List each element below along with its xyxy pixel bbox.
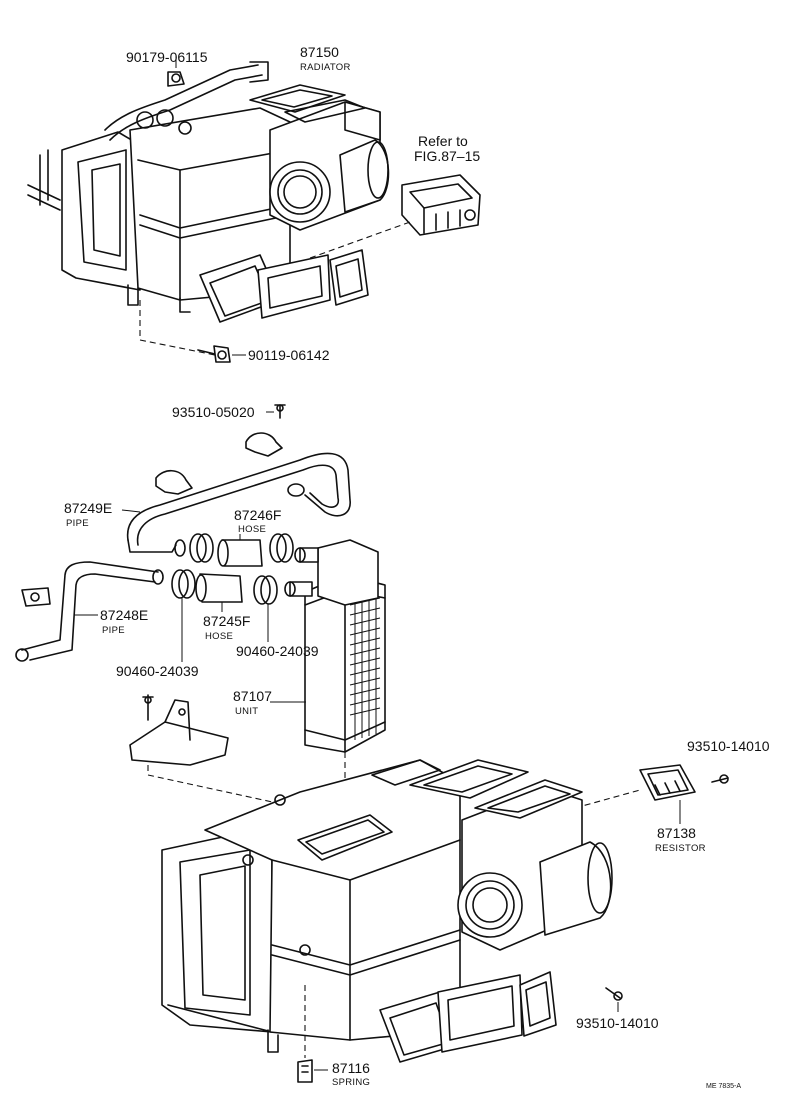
callout-refer-to: Refer to xyxy=(418,133,468,149)
screw-part-resistor xyxy=(711,774,729,784)
callout-hose-upper-label: HOSE xyxy=(238,524,266,535)
screw-part-bottom xyxy=(605,987,623,1001)
callout-radiator-label: RADIATOR xyxy=(300,62,351,73)
callout-bolt-top: 90119-06142 xyxy=(248,347,330,363)
hose-clamp-set xyxy=(171,533,294,605)
hose-lower-part xyxy=(195,573,243,603)
mid-dash-line-resistor xyxy=(574,789,641,809)
callout-radiator-number: 87150 xyxy=(300,44,339,60)
callout-resistor-number: 87138 xyxy=(657,825,696,841)
callout-pipe-lower-label: PIPE xyxy=(102,625,125,636)
callout-screw-pipe: 93510-05020 xyxy=(172,404,255,420)
bracket-part xyxy=(129,694,229,766)
top-dash-line-right xyxy=(309,221,411,259)
top-dash-line-bolt xyxy=(139,300,216,356)
callout-screw-bottom: 93510-14010 xyxy=(576,1015,659,1031)
callout-clamp-top: 90179-06115 xyxy=(126,49,208,65)
pipe-clamp-upper xyxy=(245,432,283,457)
bottom-heater-case xyxy=(161,759,613,1063)
refer-module-part xyxy=(401,174,481,236)
callout-refer-fig: FIG.87–15 xyxy=(414,148,480,164)
callout-unit-number: 87107 xyxy=(233,688,272,704)
callout-hose-upper-number: 87246F xyxy=(234,507,281,523)
callout-unit-label: UNIT xyxy=(235,706,258,717)
resistor-part xyxy=(639,764,696,801)
callout-clamp-right: 90460-24039 xyxy=(236,643,319,659)
bolt-part-top xyxy=(197,345,231,363)
pipe-upper-part xyxy=(126,452,351,557)
hose-upper-part xyxy=(217,539,263,567)
figure-code: ME 7835-A xyxy=(706,1083,741,1090)
leader-pipe-upper xyxy=(121,509,141,513)
pipe-clamp-mid xyxy=(155,469,193,495)
callout-clamp-left: 90460-24039 xyxy=(116,663,199,679)
spring-part xyxy=(297,985,313,1083)
screw-part-pipe xyxy=(274,404,286,419)
callout-pipe-upper-number: 87249E xyxy=(64,500,112,516)
callout-spring-label: SPRING xyxy=(332,1077,370,1088)
callout-resistor-label: RESISTOR xyxy=(655,843,706,854)
callout-pipe-upper-label: PIPE xyxy=(66,518,89,529)
callout-screw-resistor: 93510-14010 xyxy=(687,738,770,754)
callout-pipe-lower-number: 87248E xyxy=(100,607,148,623)
heater-core-unit xyxy=(284,539,386,753)
callout-spring-number: 87116 xyxy=(332,1060,370,1076)
pipe-lower-part xyxy=(15,561,164,662)
callout-hose-lower-label: HOSE xyxy=(205,631,233,642)
callout-hose-lower-number: 87245F xyxy=(203,613,250,629)
clamp-part-top xyxy=(167,71,185,87)
top-heater-assembly xyxy=(27,61,390,323)
pipe-clamp-left xyxy=(21,587,51,607)
mid-dash-line-bracket xyxy=(147,765,301,809)
